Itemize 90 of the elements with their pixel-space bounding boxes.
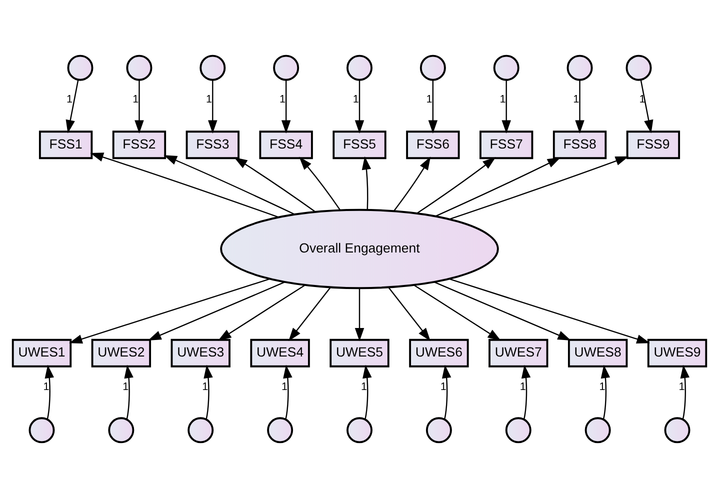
edge-label: 1 (132, 93, 139, 106)
node-box: UWES8 (568, 338, 628, 367)
node-circle (273, 54, 300, 80)
edge-label: 1 (202, 380, 208, 393)
arrow (134, 80, 144, 133)
arrow (234, 156, 316, 212)
edge-label: 1 (352, 93, 359, 106)
edge-label: 1 (573, 93, 580, 106)
node-box: FSS7 (480, 130, 534, 159)
arrow (299, 156, 341, 210)
node-circle (267, 416, 294, 443)
arrow (428, 80, 438, 133)
edge-label: 1 (66, 92, 73, 105)
edge-label: 1 (440, 380, 446, 393)
node-box: UWES6 (409, 338, 469, 367)
arrow (354, 288, 364, 341)
arrow (124, 364, 134, 419)
arrow (288, 286, 331, 341)
node-circle (626, 54, 652, 80)
edge-label: 1 (360, 380, 368, 393)
arrow (449, 156, 629, 220)
arrow (90, 152, 279, 218)
edge-label: 1 (279, 93, 286, 106)
arrow (148, 281, 285, 340)
edge-label: 1 (426, 93, 432, 106)
node-box: FSS6 (406, 130, 460, 159)
arrow (354, 80, 364, 133)
edge-label: 1 (520, 380, 526, 393)
node-box: FSS9 (626, 130, 680, 159)
node-box: UWES7 (488, 338, 548, 367)
node-box: FSS3 (186, 130, 240, 159)
arrow (204, 364, 213, 419)
node-circle (126, 54, 152, 80)
arrow (416, 156, 496, 214)
arrow (388, 286, 430, 341)
arrow (281, 80, 291, 133)
edge-label: 1 (206, 93, 212, 106)
edge-label: 1 (599, 380, 606, 393)
arrow (680, 364, 690, 419)
node-circle (346, 54, 372, 80)
node-box: FSS5 (332, 130, 386, 159)
edge-label: 1 (282, 380, 288, 393)
node-circle (505, 416, 532, 443)
edge-label: 1 (500, 93, 506, 106)
arrow (394, 156, 431, 211)
node-circle (28, 416, 55, 443)
node-box: FSS4 (259, 130, 313, 159)
node-circle (420, 54, 446, 80)
arrow (283, 364, 292, 419)
node-circle (566, 54, 593, 80)
arrow (521, 364, 531, 419)
node-circle (67, 54, 94, 80)
node-box: UWES1 (12, 338, 72, 367)
arrow (575, 80, 584, 133)
node-box: FSS2 (112, 130, 166, 159)
node-box: UWES3 (170, 338, 230, 367)
arrow (69, 278, 270, 344)
arrow (414, 284, 501, 340)
arrow (218, 284, 306, 340)
node-box: UWES9 (647, 338, 708, 367)
node-circle (664, 416, 690, 443)
arrow (44, 364, 54, 419)
node-box: FSS1 (38, 130, 93, 159)
arrow (502, 80, 511, 133)
node-box: UWES4 (250, 338, 310, 367)
arrow (435, 156, 561, 216)
edge-label: 1 (678, 380, 685, 393)
node-circle (584, 416, 611, 443)
edge-label: 1 (122, 380, 129, 393)
node-box: UWES5 (330, 338, 390, 367)
arrow (362, 364, 372, 419)
node-circle (346, 416, 372, 443)
arrow (164, 154, 296, 214)
arrow (362, 156, 372, 210)
arrow (600, 364, 610, 419)
arrow (208, 80, 218, 133)
node-box: UWES2 (91, 338, 152, 367)
arrow (640, 79, 654, 133)
arrow (442, 364, 452, 419)
arrow (449, 278, 650, 344)
node-circle (493, 54, 520, 80)
edge-label: 1 (43, 380, 50, 393)
node-circle (200, 54, 226, 80)
node-ellipse: Overall Engagement (220, 208, 499, 289)
arrow (66, 79, 79, 133)
node-circle (108, 416, 134, 443)
arrow (434, 281, 572, 340)
node-box: FSS8 (552, 130, 607, 159)
node-circle (426, 416, 452, 443)
node-circle (188, 416, 214, 443)
